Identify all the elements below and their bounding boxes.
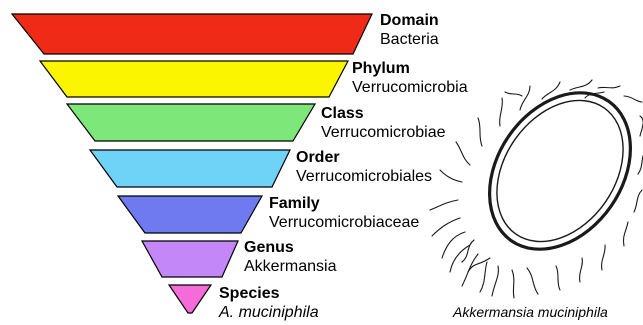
rank-value: A. muciniphila	[219, 305, 319, 321]
band-order	[90, 150, 290, 187]
band-family	[118, 196, 262, 233]
illustration-caption: Akkermansia muciniphila	[453, 305, 608, 319]
rank-name: Domain	[380, 13, 439, 29]
rank-name: Order	[296, 150, 432, 166]
band-class	[67, 104, 315, 141]
band-domain	[12, 14, 372, 54]
rank-value: Bacteria	[380, 32, 439, 48]
rank-name: Class	[321, 106, 446, 122]
rank-name: Phylum	[352, 61, 468, 77]
rank-value: Verrucomicrobia	[352, 80, 468, 96]
band-genus	[142, 241, 238, 277]
rank-value: Verrucomicrobiae	[321, 125, 446, 141]
rank-value: Verrucomicrobiales	[296, 169, 432, 185]
rank-label-species: Species A. muciniphila	[219, 286, 319, 321]
rank-name: Genus	[244, 240, 336, 256]
rank-name: Species	[219, 286, 319, 302]
rank-value: Verrucomicrobiaceae	[269, 215, 419, 231]
band-species	[169, 285, 211, 313]
bacterium-cell-illustration	[430, 66, 643, 298]
rank-name: Family	[269, 196, 419, 212]
rank-value: Akkermansia	[244, 259, 336, 275]
band-phylum	[40, 61, 348, 97]
